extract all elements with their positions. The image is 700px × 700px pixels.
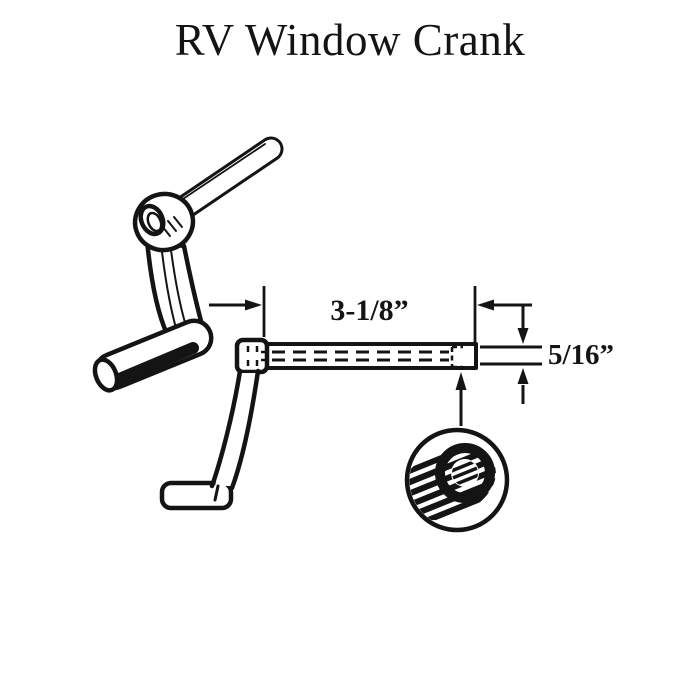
side-view-shaft bbox=[263, 342, 478, 370]
length-dimension bbox=[209, 286, 532, 343]
spline-detail-view bbox=[404, 427, 510, 533]
length-dimension-label: 3-1/8” bbox=[330, 294, 409, 327]
side-view-hub bbox=[234, 337, 270, 375]
grip-end-cap bbox=[92, 357, 120, 393]
arrowhead-left-pointing bbox=[477, 299, 494, 311]
side-view-arm bbox=[209, 368, 243, 489]
arrowhead-down-pointing bbox=[517, 328, 529, 344]
side-view-grip bbox=[159, 480, 234, 511]
crank-perspective-view bbox=[92, 136, 284, 393]
hub-bore-hole bbox=[138, 203, 166, 237]
detail-pointer bbox=[455, 372, 467, 426]
diameter-dimension-label: 5/16” bbox=[548, 339, 615, 371]
arrowhead-up-pointing bbox=[517, 368, 529, 384]
arrowhead-up-pointing bbox=[455, 372, 467, 390]
page-title: RV Window Crank bbox=[174, 15, 526, 65]
diameter-dimension bbox=[480, 306, 542, 404]
crank-side-view bbox=[159, 337, 478, 511]
arrowhead-right-pointing bbox=[245, 299, 262, 311]
splined-shaft-end bbox=[409, 432, 505, 528]
